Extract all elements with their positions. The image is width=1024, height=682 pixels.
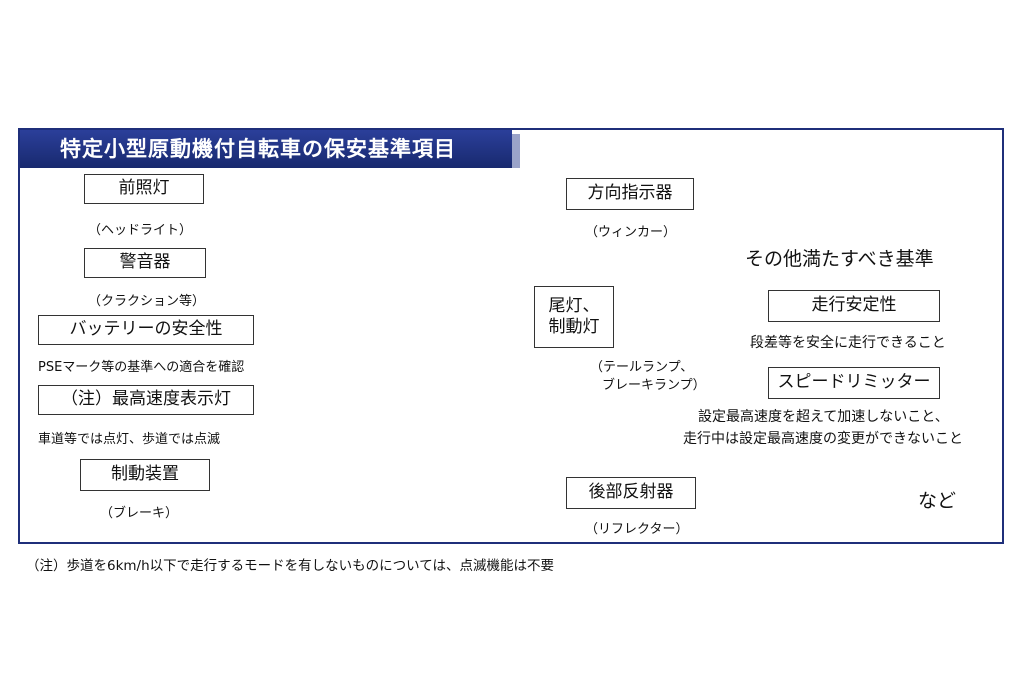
brake-sub: （ブレーキ）	[100, 506, 179, 521]
tail-brake-lamp-label: 尾灯、 制動灯	[534, 286, 614, 348]
horn-sub: （クラクション等）	[88, 294, 206, 309]
limiter-desc-line2: 走行中は設定最高速度の変更ができないこと	[683, 431, 963, 447]
tail-lamp-sub-line1: （テールランプ、	[590, 360, 694, 375]
tail-lamp-label-line2: 制動灯	[548, 317, 600, 337]
tail-lamp-sub-line2: ブレーキランプ）	[602, 378, 706, 393]
reflector-label: 後部反射器	[566, 477, 696, 509]
stability-desc: 段差等を安全に走行できること	[750, 335, 946, 351]
turn-signal-sub: （ウィンカー）	[585, 225, 677, 240]
brake-label: 制動装置	[80, 459, 210, 491]
headlight-label: 前照灯	[84, 174, 204, 204]
max-speed-lamp-label: （注）最高速度表示灯	[38, 385, 254, 415]
limiter-desc-line1: 設定最高速度を超えて加速しないこと、	[698, 409, 949, 425]
max-speed-lamp-sub: 車道等では点灯、歩道では点滅	[38, 432, 221, 447]
reflector-sub: （リフレクター）	[585, 522, 689, 537]
horn-label: 警音器	[84, 248, 206, 278]
headlight-sub: （ヘッドライト）	[88, 223, 193, 238]
etc-text: など	[918, 490, 957, 512]
limiter-label: スピードリミッター	[768, 367, 940, 399]
footnote: （注）歩道を6km/h以下で走行するモードを有しないものについては、点滅機能は不…	[26, 558, 554, 574]
battery-sub: PSEマーク等の基準への適合を確認	[38, 360, 245, 375]
other-standards-heading: その他満たすべき基準	[745, 248, 934, 270]
stability-label: 走行安定性	[768, 290, 940, 322]
battery-label: バッテリーの安全性	[38, 315, 254, 345]
diagram-title: 特定小型原動機付自転車の保安基準項目	[20, 130, 520, 168]
turn-signal-label: 方向指示器	[566, 178, 694, 210]
tail-lamp-label-line1: 尾灯、	[548, 295, 600, 316]
